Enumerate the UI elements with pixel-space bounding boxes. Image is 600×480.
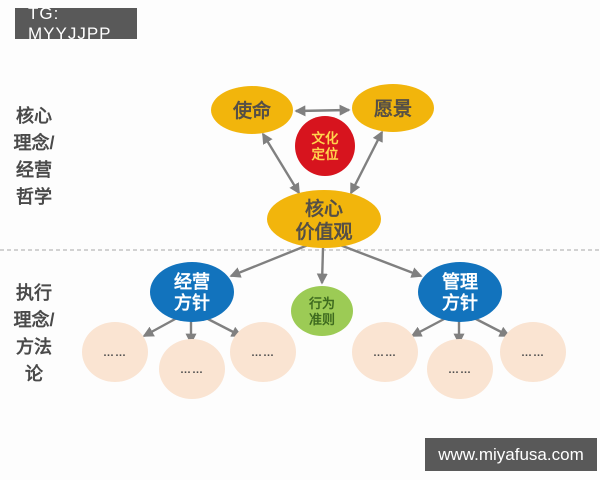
placeholder-dots: …… — [103, 347, 127, 359]
side-label-line: 执行 — [16, 283, 52, 303]
placeholder-dots: …… — [180, 364, 204, 376]
node-business-policy — [150, 262, 234, 322]
node-business-policy-label-line2: 方针 — [174, 292, 210, 313]
node-core-values-label-line2: 价值观 — [295, 220, 352, 243]
node-management-policy-label-line2: 方针 — [442, 292, 478, 313]
node-placeholder — [427, 339, 493, 399]
arrow-businesspolicy-item1 — [142, 316, 178, 338]
node-management-policy — [418, 262, 502, 322]
node-placeholder — [500, 322, 566, 382]
node-culture-label-line1: 文化 — [312, 130, 339, 146]
arrow-businesspolicy-item3 — [205, 316, 243, 338]
side-label-line: 理念/ — [13, 133, 55, 153]
side-label-line: 核心 — [16, 106, 52, 126]
node-vision — [352, 84, 434, 132]
placeholder-dots: …… — [251, 347, 275, 359]
side-label-core-philosophy: 核心 理念/ 经营 哲学 — [8, 103, 60, 211]
node-culture-positioning — [295, 116, 355, 176]
tg-badge: TG: MYYJJPP — [15, 4, 137, 43]
node-culture-label-line2: 定位 — [312, 146, 339, 162]
node-placeholder — [159, 339, 225, 399]
node-management-policy-label-line1: 管理 — [442, 271, 478, 292]
placeholder-dots: …… — [521, 347, 545, 359]
arrow-corevalues-managementpolicy — [339, 243, 423, 278]
arrow-corevalues-conduct — [316, 247, 328, 285]
side-label-line: 论 — [25, 364, 43, 384]
node-code-of-conduct — [291, 286, 353, 336]
node-conduct-label-line2: 准则 — [309, 312, 335, 327]
arrow-mission-corevalues — [261, 132, 301, 195]
arrow-managementpolicy-item1 — [410, 316, 447, 338]
node-mission-label: 使命 — [232, 99, 272, 122]
side-label-line: 哲学 — [16, 187, 52, 207]
placeholder-dots: …… — [373, 347, 397, 359]
node-placeholder — [230, 322, 296, 382]
side-label-line: 理念/ — [13, 310, 55, 330]
side-label-execution-methodology: 执行 理念/ 方法 论 — [8, 280, 60, 388]
node-core-values — [267, 190, 381, 248]
side-label-line: 方法 — [16, 337, 52, 357]
node-placeholder — [82, 322, 148, 382]
placeholder-dots: …… — [448, 364, 472, 376]
node-core-values-label-line1: 核心 — [305, 197, 343, 220]
node-vision-label: 愿景 — [374, 98, 412, 120]
side-label-line: 经营 — [16, 160, 52, 180]
arrow-corevalues-businesspolicy — [229, 243, 309, 278]
arrow-mission-vision — [294, 104, 351, 117]
website-badge: www.miyafusa.com — [425, 438, 597, 471]
node-conduct-label-line1: 行为 — [308, 296, 335, 311]
arrow-managementpolicy-item3 — [473, 316, 511, 338]
node-business-policy-label-line1: 经营 — [174, 271, 210, 292]
arrow-vision-corevalues — [349, 130, 384, 195]
node-placeholder — [352, 322, 418, 382]
node-mission — [211, 86, 293, 134]
